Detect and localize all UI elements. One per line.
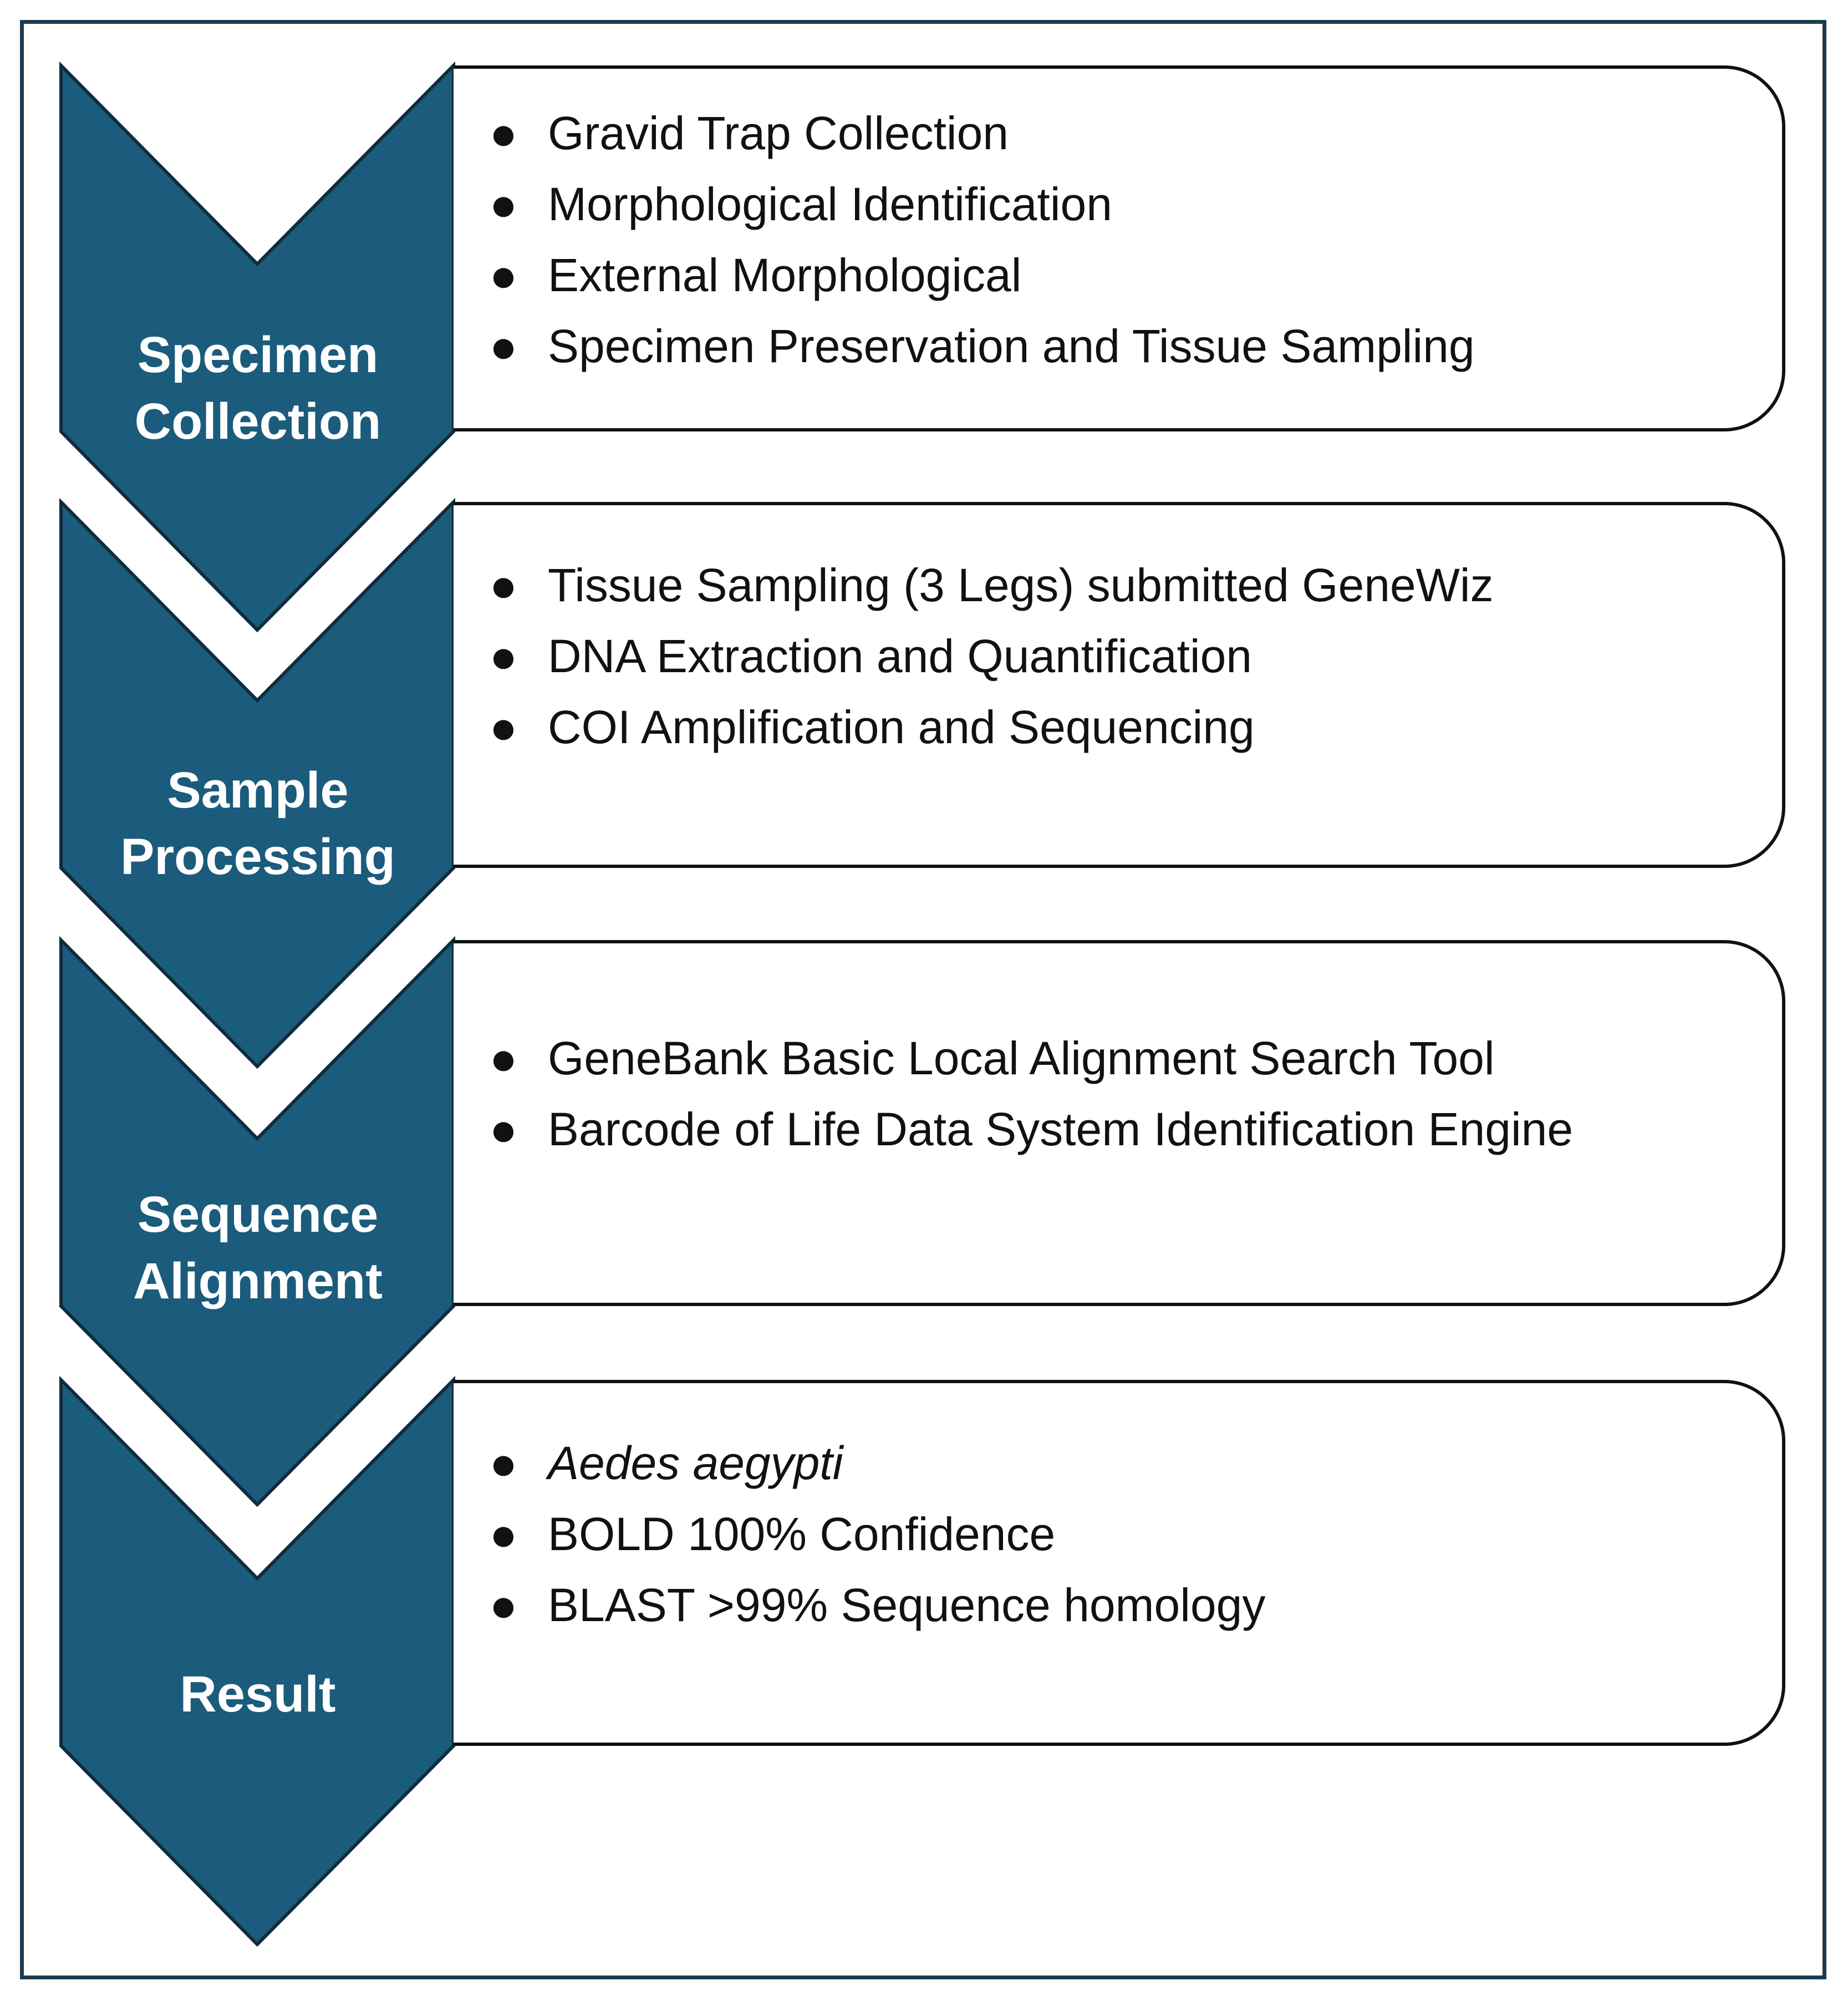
- chevron-shape: [59, 936, 455, 1507]
- list-item: ● BLAST >99% Sequence homology: [454, 1570, 1760, 1641]
- list-item-text: Morphological Identification: [548, 178, 1112, 230]
- list-item-text: Aedes aegypti: [548, 1437, 843, 1489]
- list-item-text: Specimen Preservation and Tissue Samplin…: [548, 320, 1475, 372]
- list-item-text: Gravid Trap Collection: [548, 107, 1009, 159]
- bullet-icon: ●: [489, 178, 518, 230]
- bullet-icon: ●: [489, 1103, 518, 1155]
- list-item: ● Aedes aegypti: [454, 1428, 1760, 1499]
- bullet-icon: ●: [489, 559, 518, 611]
- bullet-icon: ●: [489, 630, 518, 682]
- list-item-text: BLAST >99% Sequence homology: [548, 1579, 1266, 1631]
- step-label-result: Result: [61, 1661, 455, 1728]
- step-label-line: Alignment: [133, 1253, 383, 1309]
- bullet-icon: ●: [489, 107, 518, 159]
- step-label-line: Result: [180, 1666, 336, 1723]
- step-label-specimen-collection: Specimen Collection: [61, 322, 455, 455]
- step-item-list: ● Gravid Trap Collection ● Morphological I…: [454, 98, 1760, 382]
- chevron-shape: [59, 1375, 455, 1947]
- list-item: ● DNA Extraction and Quantification: [454, 621, 1760, 692]
- step-label-line: Sample: [167, 762, 349, 819]
- bullet-icon: ●: [489, 1579, 518, 1631]
- list-item-text: BOLD 100% Confidence: [548, 1508, 1056, 1560]
- step-item-list: ● Aedes aegypti ● BOLD 100% Confidence ● BL…: [454, 1428, 1760, 1641]
- bullet-icon: ●: [489, 1508, 518, 1560]
- list-item: ● BOLD 100% Confidence: [454, 1499, 1760, 1570]
- step-label-line: Collection: [134, 393, 381, 450]
- step-card-specimen-collection: ● Gravid Trap Collection ● Morphological I…: [454, 65, 1785, 431]
- list-item: ● Gravid Trap Collection: [454, 98, 1760, 169]
- bullet-icon: ●: [489, 320, 518, 372]
- chevron-shape: [59, 61, 455, 633]
- bullet-icon: ●: [489, 1032, 518, 1084]
- list-item-text: GeneBank Basic Local Alignment Search To…: [548, 1032, 1495, 1084]
- step-item-list: ● GeneBank Basic Local Alignment Search T…: [454, 1023, 1760, 1165]
- bullet-icon: ●: [489, 1437, 518, 1489]
- step-label-sample-processing: Sample Processing: [61, 757, 455, 890]
- list-item: ● Barcode of Life Data System Identificat…: [454, 1094, 1760, 1165]
- step-card-result: ● Aedes aegypti ● BOLD 100% Confidence ● BL…: [454, 1380, 1785, 1746]
- chevron-shape: [59, 497, 455, 1069]
- step-card-sample-processing: ● Tissue Sampling (3 Legs) submitted Gene…: [454, 502, 1785, 868]
- list-item-text: DNA Extraction and Quantification: [548, 630, 1253, 682]
- step-label-line: Sequence: [137, 1186, 379, 1243]
- bullet-icon: ●: [489, 701, 518, 753]
- step-card-sequence-alignment: ● GeneBank Basic Local Alignment Search T…: [454, 940, 1785, 1306]
- list-item: ● Specimen Preservation and Tissue Sampli…: [454, 311, 1760, 382]
- list-item: ● External Morphological: [454, 240, 1760, 311]
- list-item: ● Tissue Sampling (3 Legs) submitted Gene…: [454, 550, 1760, 621]
- list-item: ● GeneBank Basic Local Alignment Search T…: [454, 1023, 1760, 1094]
- list-item: ● Morphological Identification: [454, 169, 1760, 240]
- list-item-text: COI Amplification and Sequencing: [548, 701, 1255, 753]
- bullet-icon: ●: [489, 249, 518, 301]
- list-item-text: Barcode of Life Data System Identificati…: [548, 1103, 1574, 1155]
- step-item-list: ● Tissue Sampling (3 Legs) submitted Gene…: [454, 550, 1760, 763]
- step-label-line: Specimen: [137, 327, 379, 383]
- step-label-line: Processing: [120, 829, 395, 885]
- list-item-text: Tissue Sampling (3 Legs) submitted GeneW…: [548, 559, 1494, 611]
- list-item: ● COI Amplification and Sequencing: [454, 692, 1760, 763]
- list-item-text: External Morphological: [548, 249, 1022, 301]
- step-label-sequence-alignment: Sequence Alignment: [61, 1181, 455, 1314]
